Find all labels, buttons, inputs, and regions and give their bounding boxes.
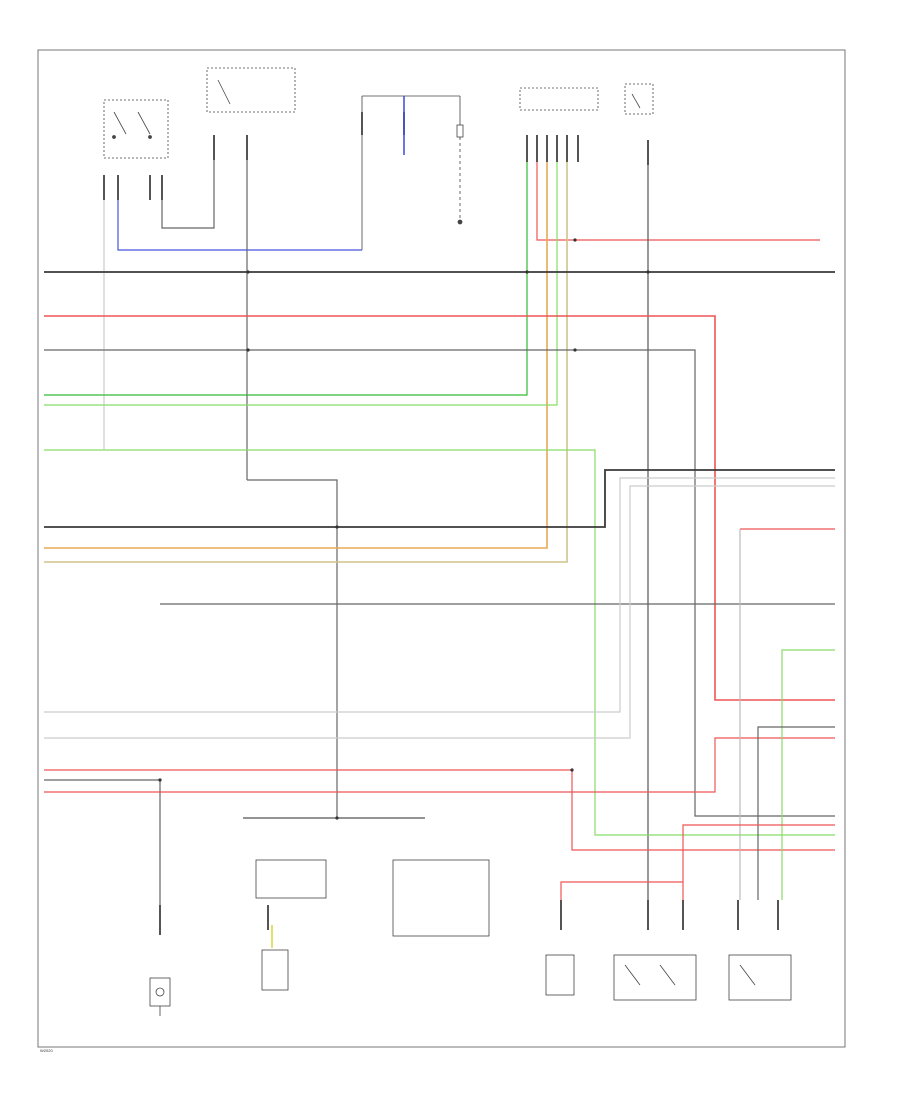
junction-dots — [158, 238, 650, 820]
oxygen-sensor — [149, 977, 171, 1016]
headlight-switch-group — [206, 67, 296, 113]
combination-switch — [103, 99, 169, 159]
control-module-right — [392, 859, 490, 937]
horizontal-wires — [44, 271, 835, 905]
vertical-wires — [44, 96, 820, 900]
daytime-running-light-control — [519, 87, 599, 111]
diagram-frame — [37, 49, 846, 1048]
main-relay — [613, 954, 697, 1001]
connector-stubs — [103, 112, 779, 935]
footer-code: W2020 — [40, 1048, 53, 1053]
fuel-pump-relay — [728, 954, 792, 1001]
ac-relay — [545, 954, 575, 996]
fuse-block — [361, 95, 464, 250]
control-module-left — [255, 859, 327, 899]
dimmer-relay — [624, 83, 654, 115]
sensor-module-left — [261, 949, 289, 991]
